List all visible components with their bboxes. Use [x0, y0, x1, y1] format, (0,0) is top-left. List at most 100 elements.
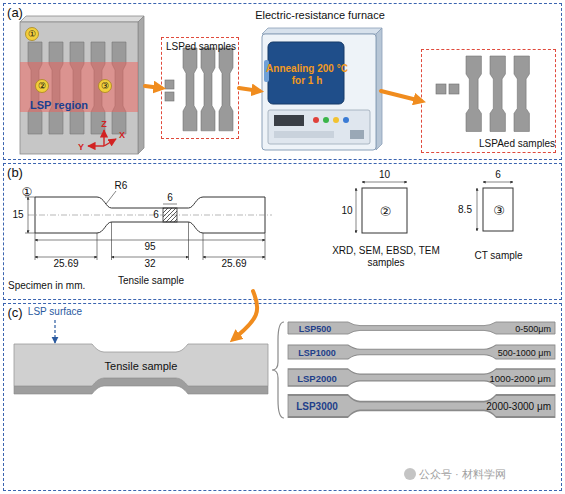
node-text: LSP1000: [298, 348, 336, 358]
metal-plate: [138, 16, 144, 154]
unit-note: Specimen in mm.: [8, 280, 85, 292]
dimension-value: 6: [167, 192, 173, 204]
axis-triad: [103, 130, 104, 146]
callout-circle: [26, 28, 112, 93]
node-subtext: XRD, SEM, EBSD, TEM samples: [321, 245, 451, 268]
layer-strip: [288, 345, 555, 359]
furnace: [323, 117, 329, 123]
callout-number: ③: [101, 81, 109, 91]
dimension-line: [97, 233, 98, 260]
metal-plate: [20, 22, 138, 154]
tensile-drawing: [106, 191, 116, 204]
furnace: [268, 110, 370, 144]
ct-sample-box: ③ CT sample: [456, 181, 541, 286]
dimension-line: [111, 222, 112, 260]
furnace: [262, 28, 382, 150]
dimension-line: [483, 182, 513, 183]
node-text: (b): [7, 166, 23, 181]
lsped-samples: [183, 48, 197, 131]
node-subtext: 1000-2000 μm: [490, 373, 551, 384]
tensile-drawing: [28, 191, 272, 233]
node-text: ②: [380, 204, 392, 219]
layer-strip: [288, 322, 555, 417]
node-subtext: Annealing 200 °C for 1 h: [265, 63, 349, 86]
node-text: (c): [7, 306, 22, 321]
panel-frame: (c) Tensile sample LSP500 0-500μmLSP1000500…: [3, 303, 562, 491]
axis-label: Z: [101, 119, 107, 129]
axis-triad: [104, 139, 116, 146]
lsped-samples: [165, 92, 174, 101]
node-text: Tensile sample: [105, 360, 178, 373]
dimension-line: [35, 240, 265, 241]
lspaed-samples: [466, 56, 481, 131]
dimension-line: [28, 197, 29, 233]
tensile-drawing: [163, 204, 177, 205]
dimension-value: 32: [144, 258, 155, 270]
node-text: LSPAed samples: [479, 138, 555, 150]
dimension-value: 25.69: [221, 258, 246, 270]
dimension-line: [25, 233, 35, 234]
callout-circle: [99, 80, 112, 93]
tensile-drawing: [28, 215, 272, 216]
dimension-line: [35, 257, 97, 258]
flow-arrow: [234, 291, 258, 339]
lsped-samples: [219, 48, 233, 131]
node-text: LSP500: [299, 324, 332, 334]
layer-strip: [288, 369, 555, 386]
flow-arrow: [239, 88, 259, 91]
node-text: LSP2000: [297, 373, 337, 384]
brace: [272, 322, 284, 418]
layer-strip-box: LSP2000 1000-2000 μm: [289, 370, 556, 387]
dimension-line: [188, 222, 189, 260]
axis-triad: [88, 130, 116, 146]
lspaed-samples: [436, 84, 446, 94]
tensile-3d-box: Tensile sample: [11, 339, 273, 401]
node-text: ③: [493, 203, 505, 218]
callout-circle: [26, 28, 39, 41]
furnace: [262, 34, 376, 150]
square-sample-box: ② XRD, SEM, EBSD, TEM samples: [321, 181, 451, 286]
axis-label: Y: [78, 142, 84, 152]
layer-strip-box: LSP30002000-3000 μm: [289, 396, 556, 418]
axis-triad: [88, 145, 104, 146]
furnace-box: Electric-resistance furnaceAnnealing 200…: [259, 27, 381, 155]
dimension-line: [112, 257, 189, 258]
tensile-drawing-box: ①Tensile sample: [13, 181, 313, 291]
dimension-value: R6: [115, 180, 128, 192]
callout-circle: [36, 80, 49, 93]
flow-arrow: [145, 86, 161, 88]
panel-frame: (b)①Tensile sample ② XRD, SEM, EBSD, TEM s…: [3, 163, 562, 300]
layer-strip: [288, 395, 555, 417]
node-subtext: 0-500μm: [515, 324, 551, 334]
node-text: Electric-resistance furnace: [255, 9, 385, 22]
lspaed-samples: [449, 84, 459, 94]
callout-number: ①: [28, 29, 36, 39]
sample-group: LSPed samples: [161, 37, 239, 139]
node-subtext: 2000-3000 μm: [486, 401, 551, 413]
layer-strip-box: LSP1000500-1000 μm: [289, 346, 556, 360]
furnace: [262, 28, 382, 34]
dimension-line: [203, 233, 204, 260]
lsp-band: [20, 62, 138, 112]
node-subtext: CT sample: [474, 250, 522, 262]
dimension-line: [362, 182, 407, 183]
tensile-drawing: [163, 208, 177, 222]
watermark: 公众号 · 材料学网: [419, 468, 506, 481]
leader-arrow: [54, 320, 55, 343]
metal-plate: [20, 16, 144, 22]
node-text: (a): [7, 6, 23, 21]
dimension-value: 95: [144, 241, 155, 253]
dimension-value: 10: [379, 169, 390, 181]
lsped-samples: [201, 48, 215, 131]
layer-strip-box: LSP500 0-500μm: [289, 323, 556, 335]
node-text: LSPed samples: [166, 41, 236, 53]
dimension-line: [35, 233, 36, 260]
lsped-samples: [165, 48, 233, 131]
dimension-line: [356, 188, 357, 233]
furnace: [343, 117, 349, 123]
dimension-line: [203, 257, 265, 258]
layer-strip: [288, 322, 555, 334]
